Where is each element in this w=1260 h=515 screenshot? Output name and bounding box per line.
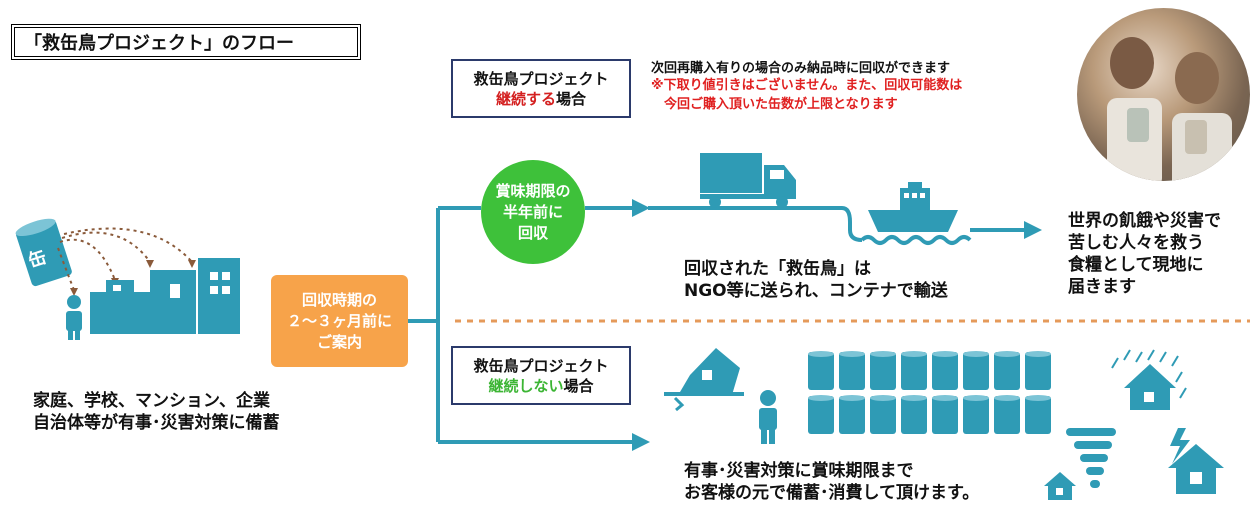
can-top [839,351,865,357]
stockpile-line-1: 家庭、学校、マンション、企業 [33,391,270,411]
circle-line-2: 半年前に [502,202,563,221]
stop-box-suffix: 場合 [563,377,594,395]
collection-warning: ※下取り値引きはございません。また、回収可能数は 今回ご購入頂いた缶数が上限とな… [651,76,962,114]
truck-icon [700,153,796,208]
stockpile-line-2: 自治体等が有事･災害対策に備蓄 [33,413,280,433]
shipping-description: 回収された「救缶鳥」は NGO等に送られ、コンテナで輸送 [684,258,948,302]
stockpile-description: 家庭、学校、マンション、企業 自治体等が有事･災害対策に備蓄 [33,390,280,434]
page-title: 「救缶鳥プロジェクト」のフロー [11,24,361,60]
can-top [839,395,865,401]
can-top [870,395,896,401]
arrow-right-icon [632,199,650,217]
can-icon [839,396,865,434]
circle-line-3: 回収 [517,223,548,242]
children-photo-illustration [1107,37,1232,181]
can-icon [870,352,896,390]
continue-case-box: 救缶鳥プロジェクト 継続する場合 [451,59,631,118]
orange-line-1: 回収時期の [301,290,377,309]
can-icon [994,352,1020,390]
disaster-line-2: お客様の元で備蓄･消費して頂けます。 [684,483,980,503]
connector-wave-start [841,206,863,242]
can-icon [1025,352,1051,390]
wave-line [860,235,972,245]
arrow-right-icon [1024,221,1042,239]
world-line-3: 食糧として現地に [1068,255,1204,275]
disaster-line-1: 有事･災害対策に賞味期限まで [684,461,914,481]
can-icon [901,352,927,390]
can-icon [963,396,989,434]
collection-timing-circle: 賞味期限の 半年前に 回収 [481,160,585,264]
can-top [963,395,989,401]
shipping-line-1: 回収された「救缶鳥」は [684,259,871,279]
stop-box-title: 救缶鳥プロジェクト [473,357,609,375]
ship-icon [868,182,958,232]
small-house-icon [1044,472,1076,500]
can-top [901,351,927,357]
can-top [808,395,834,401]
orange-line-3: ご案内 [316,332,362,351]
lightning-house-icon [1168,428,1224,494]
can-icon [839,352,865,390]
person-icon [66,295,82,340]
world-line-4: 届きます [1068,277,1136,297]
can-top [1025,351,1051,357]
can-top [1025,395,1051,401]
collection-note: 次回再購入有りの場合のみ納品時に回収ができます [651,61,951,76]
notice-timing-box: 回収時期の ２〜３ヶ月前に ご案内 [271,275,408,367]
flow-connectors [408,206,1024,444]
can-icon [1025,396,1051,434]
stockpile-cans [808,351,1051,434]
earthquake-house-icon [664,348,744,412]
can-icon [994,396,1020,434]
stop-box-highlight: 継続しない [488,377,564,395]
arrow-heads [632,199,1042,451]
can-icon [963,352,989,390]
can-top [932,395,958,401]
circle-line-1: 賞味期限の [495,181,571,200]
orange-line-2: ２〜３ヶ月前に [286,311,392,330]
continue-box-suffix: 場合 [556,90,587,108]
can-top [994,395,1020,401]
can-top [932,351,958,357]
can-icon [932,352,958,390]
can-icon [808,352,834,390]
person-icon-middle [759,390,777,444]
continue-box-highlight: 継続する [495,90,556,108]
warning-line-2: 今回ご購入頂いた缶数が上限となります [664,97,898,112]
world-description: 世界の飢餓や災害で 苦しむ人々を救う 食糧として現地に 届きます [1068,210,1221,298]
stop-case-box: 救缶鳥プロジェクト 継続しない場合 [451,346,631,405]
can-top [901,395,927,401]
can-icon [808,396,834,434]
can-top [994,351,1020,357]
world-line-2: 苦しむ人々を救う [1068,233,1204,253]
can-icon [870,396,896,434]
continue-box-title: 救缶鳥プロジェクト [473,70,609,88]
children-photo [1077,8,1250,181]
world-line-1: 世界の飢餓や災害で [1068,211,1221,231]
disaster-description: 有事･災害対策に賞味期限まで お客様の元で備蓄･消費して頂けます。 [684,460,979,504]
tornado-icon [1066,428,1116,488]
can-icon [932,396,958,434]
can-icon [15,218,72,287]
warning-line-1: ※下取り値引きはございません。また、回収可能数は [651,78,963,93]
rain-house-icon [1111,349,1187,410]
shipping-line-2: NGO等に送られ、コンテナで輸送 [684,281,948,301]
buildings-icon [90,258,240,334]
can-top [870,351,896,357]
can-top [963,351,989,357]
can-top [808,351,834,357]
arrow-right-icon [632,433,650,451]
can-icon [901,396,927,434]
